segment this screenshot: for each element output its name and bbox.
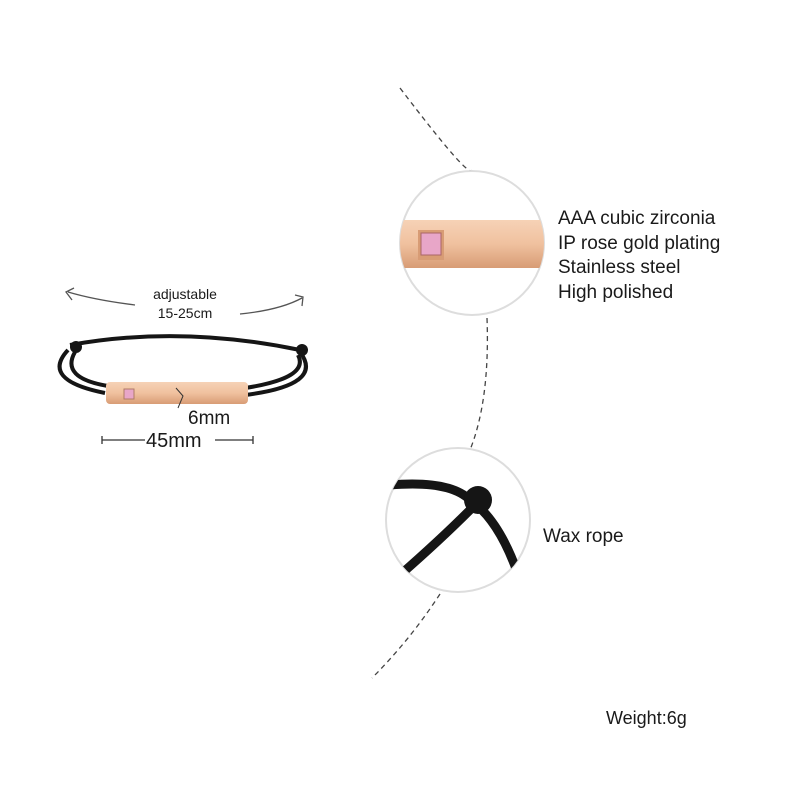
width-label: 6mm [188, 408, 231, 429]
rope-label: Wax rope [543, 526, 624, 547]
adjustable-text: adjustable [153, 286, 217, 302]
zircon-closeup [399, 170, 545, 316]
length-label: 45mm [146, 430, 202, 452]
feature-list: AAA cubic zirconia IP rose gold plating … [558, 207, 720, 305]
rope-closeup [385, 447, 531, 593]
bracelet-image [57, 334, 308, 444]
arrow-right-icon [239, 294, 304, 315]
adjustable-label: adjustable 15-25cm [130, 285, 240, 323]
feature-item: High polished [558, 281, 674, 303]
arrow-left-icon [65, 287, 136, 306]
size-range: 15-25cm [157, 305, 213, 321]
length-dimension-line [101, 436, 254, 444]
feature-item: AAA cubic zirconia [558, 208, 716, 229]
weight-label: Weight:6g [606, 708, 687, 728]
feature-item: IP rose gold plating [558, 232, 721, 254]
feature-item: Stainless steel [558, 257, 681, 278]
